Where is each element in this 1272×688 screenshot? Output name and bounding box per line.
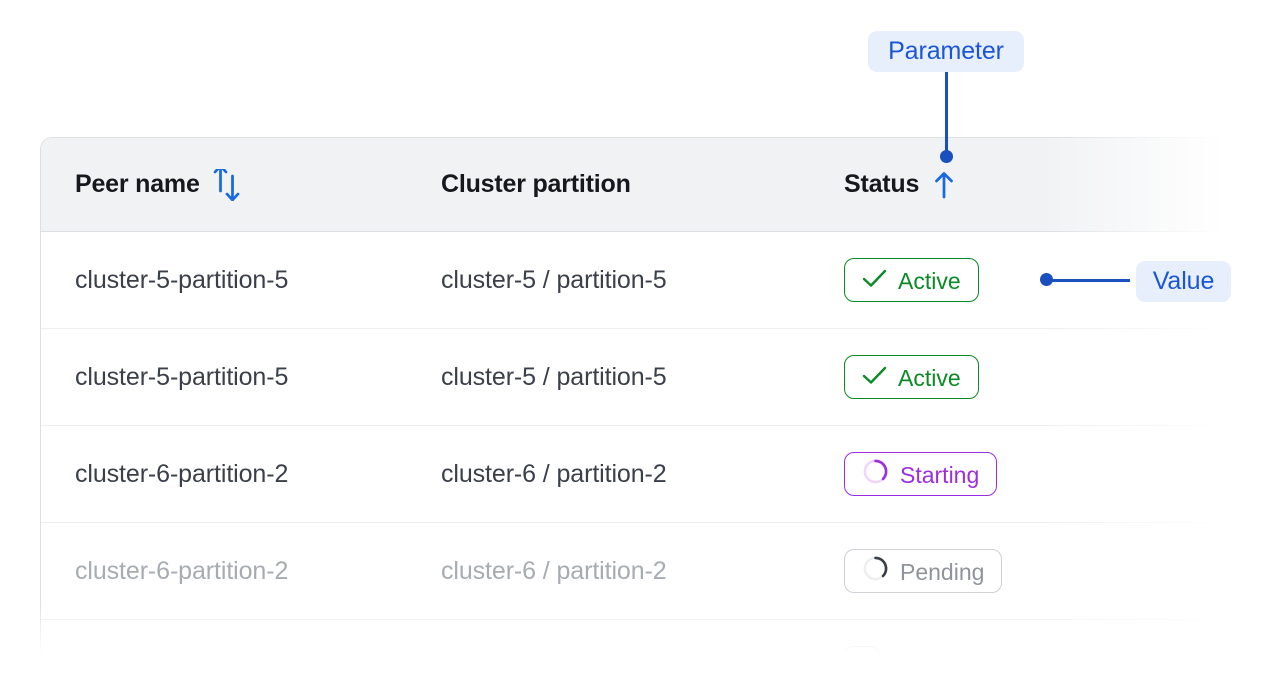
sort-up-down-icon[interactable] [212, 168, 242, 201]
status-badge [844, 646, 880, 657]
cell-status: Active [844, 355, 1189, 399]
table-row[interactable]: cluster-6-partition-2 cluster-6 / partit… [41, 523, 1225, 620]
column-header-peer-name[interactable]: Peer name [41, 168, 441, 201]
cell-peer-name: cluster-6-partition-2 [41, 460, 441, 489]
cell-status: Active [844, 258, 1189, 302]
status-badge: Pending [844, 549, 1003, 593]
table-row[interactable]: cluster-5-partition-5 cluster-5 / partit… [41, 329, 1225, 426]
annotation-value-dot [1040, 273, 1053, 286]
check-icon [862, 364, 887, 391]
status-badge: Active [844, 355, 979, 399]
cell-status [844, 646, 1189, 657]
cluster-partition-text: cluster-5 / partition-5 [441, 362, 667, 391]
spinner-icon [862, 458, 889, 491]
column-header-cluster-partition[interactable]: Cluster partition [441, 170, 844, 199]
table-header-row: Peer name Cluster parti [41, 138, 1225, 232]
check-icon [862, 267, 887, 294]
cell-peer-name: cluster-5-partition-5 [41, 363, 441, 392]
status-label: Active [898, 364, 961, 391]
cluster-partition-text: cluster-6 / partition-2 [441, 556, 667, 585]
column-header-label: Cluster partition [441, 170, 631, 198]
annotation-value-connector [1050, 279, 1130, 282]
annotation-parameter-label: Parameter [868, 31, 1024, 72]
cell-cluster-partition: cluster-5 / partition-5 [441, 363, 844, 392]
cell-peer-name: cluster-5-partition-5 [41, 266, 441, 295]
status-label: Active [898, 267, 961, 294]
annotation-parameter-connector [945, 72, 948, 156]
status-badge: Starting [844, 452, 998, 496]
annotation-value-label: Value [1136, 261, 1231, 302]
cluster-partition-text: cluster-6 / partition-2 [441, 459, 667, 488]
cell-cluster-partition: cluster-5 / partition-5 [441, 266, 844, 295]
status-label: Pending [900, 558, 985, 585]
peer-name-text: cluster-5-partition-5 [75, 362, 289, 391]
cell-cluster-partition: cluster-6 / partition-2 [441, 557, 844, 586]
cell-status: Starting [844, 452, 1189, 496]
peer-name-text: cluster-6-partition-2 [75, 459, 289, 488]
table-row[interactable]: cluster-5-partition-5 cluster-5 / partit… [41, 232, 1225, 329]
sort-up-icon[interactable] [931, 170, 957, 200]
cell-cluster-partition: cluster-6 / partition-2 [441, 460, 844, 489]
table-row[interactable] [41, 620, 1225, 657]
status-badge: Active [844, 258, 979, 302]
annotation-parameter-dot [940, 150, 953, 163]
peers-table: Peer name Cluster parti [40, 137, 1226, 657]
cell-peer-name: cluster-6-partition-2 [41, 557, 441, 586]
peer-name-text: cluster-6-partition-2 [75, 556, 289, 585]
peer-name-text: cluster-5-partition-5 [75, 265, 289, 294]
column-header-label: Status [844, 170, 920, 198]
status-label: Starting [900, 461, 980, 488]
spinner-icon [862, 555, 889, 588]
peers-table-container: Peer name Cluster parti [40, 137, 1230, 657]
column-header-label: Peer name [75, 170, 200, 198]
cell-status: Pending [844, 549, 1189, 593]
cluster-partition-text: cluster-5 / partition-5 [441, 265, 667, 294]
column-header-status[interactable]: Status [844, 170, 1189, 200]
table-row[interactable]: cluster-6-partition-2 cluster-6 / partit… [41, 426, 1225, 523]
